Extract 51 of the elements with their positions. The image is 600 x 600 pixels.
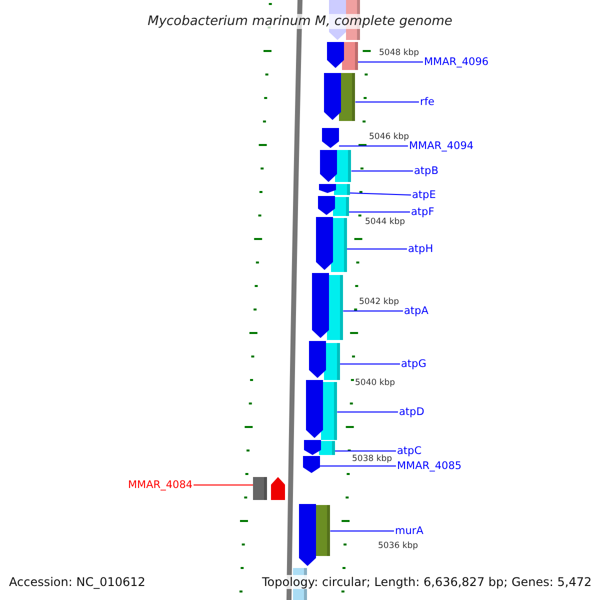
gene-feature [320,150,338,182]
gene-label: rfe [420,96,434,108]
gene-label: atpD [399,406,424,418]
gene-feature [324,343,340,380]
gene-feature [298,504,316,566]
gene-feature [319,184,336,193]
scale-label: 5040 kbp [355,378,396,388]
gene-label: atpC [397,445,422,457]
leader-line [342,310,404,312]
footer-text: Accession: NC_010612 [9,575,146,589]
gene-label: atpA [404,305,428,317]
gene-label: murA [395,525,424,537]
leader-line [193,484,254,486]
gene-label: atpB [414,165,438,177]
scale-label: 5042 kbp [359,297,400,307]
gene-feature [253,477,267,500]
gene-feature [312,273,330,338]
gene-feature [316,217,333,270]
title: Mycobacterium marinum M, complete genome [148,14,452,29]
gene-feature [303,456,320,473]
gene-feature [333,197,350,216]
gene-label: MMAR_4094 [409,140,474,152]
leader-line [346,248,408,250]
gene-label: atpH [408,243,434,255]
scale-label: 5044 kbp [365,217,406,227]
leader-line [334,450,396,452]
gene-label: atpF [411,206,434,218]
scale-label: 5048 kbp [379,48,420,58]
gene-feature [304,440,322,455]
gene-label: MMAR_4084 [128,479,193,491]
gene-feature [306,380,324,438]
gene-feature [324,73,342,120]
gene-feature [319,441,336,455]
gene-label: atpG [401,358,426,370]
scale-label: 5038 kbp [352,454,392,464]
leader-line [350,170,414,172]
leader-line [350,192,412,196]
leader-line [330,530,394,532]
gene-feature [335,150,352,182]
gene-feature [326,42,344,68]
gene-feature [322,128,339,148]
footer-text: Topology: circular; Length: 6,636,827 bp; Genes: 5,472 [262,575,592,589]
gene-feature [309,341,326,378]
gene-label: MMAR_4096 [424,56,489,68]
scale-label: 5046 kbp [369,132,410,142]
gene-label: MMAR_4085 [397,460,462,472]
gene-label: atpE [412,189,436,201]
scale-label: 5036 kbp [378,541,418,551]
gene-feature [271,477,285,500]
gene-feature [334,184,350,195]
gene-feature [318,196,336,215]
